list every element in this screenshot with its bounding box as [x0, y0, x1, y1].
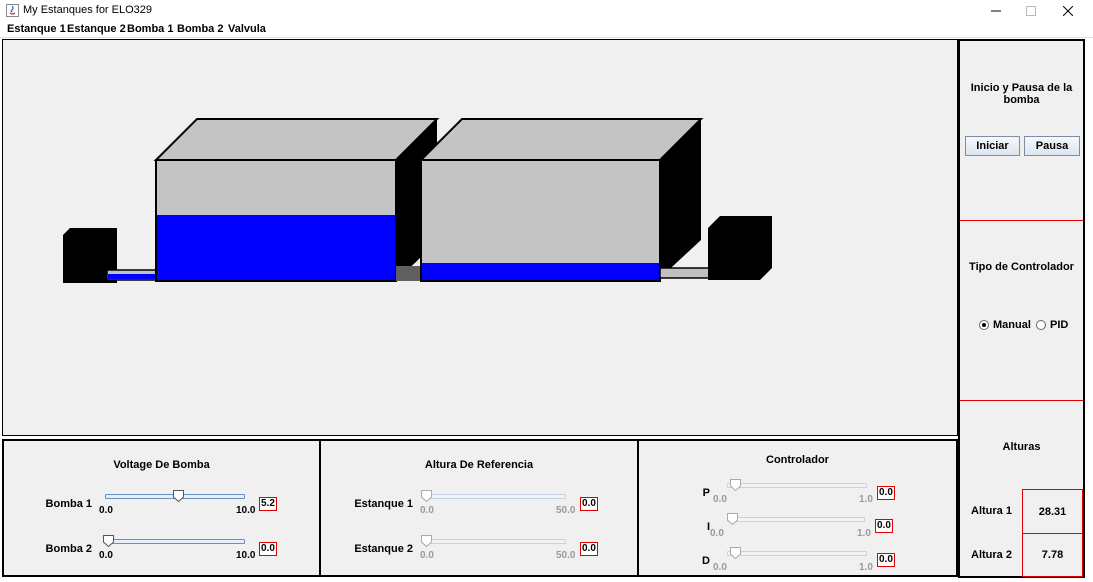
- controller-panel-title: Controlador: [766, 454, 829, 466]
- i-slider[interactable]: [727, 517, 865, 522]
- close-button[interactable]: [1049, 0, 1087, 22]
- p-min: 0.0: [713, 494, 727, 505]
- altura-2-label: Altura 2: [971, 549, 1012, 561]
- voltage-panel: Voltage De Bomba Bomba 1 0.0 10.0 5.2 Bo…: [2, 439, 321, 577]
- tank-2-front: [420, 159, 661, 282]
- i-max: 1.0: [857, 528, 871, 539]
- i-slider-thumb[interactable]: [727, 513, 738, 525]
- close-icon: [1063, 6, 1073, 16]
- estanque-2-value: 0.0: [580, 542, 598, 556]
- radio-pid-indicator: [1036, 320, 1046, 330]
- p-slider[interactable]: [727, 483, 867, 488]
- estanque-1-slider-thumb[interactable]: [421, 490, 432, 502]
- iniciar-button[interactable]: Iniciar: [965, 136, 1020, 156]
- pausa-button[interactable]: Pausa: [1024, 136, 1080, 156]
- d-value: 0.0: [877, 553, 895, 567]
- p-label: P: [702, 487, 710, 499]
- menu-estanque-1[interactable]: Estanque 1: [7, 23, 66, 35]
- menu-bar: Estanque 1 Estanque 2 Bomba 1 Bomba 2 Va…: [0, 22, 1093, 38]
- menu-estanque-2[interactable]: Estanque 2: [67, 23, 126, 35]
- pump-1-box: [63, 228, 117, 283]
- estanque-2-min: 0.0: [420, 550, 434, 561]
- bomba-2-value: 0.0: [259, 542, 277, 556]
- simulation-canvas: [2, 39, 958, 436]
- bomba-2-slider-thumb[interactable]: [103, 535, 114, 547]
- reference-panel: Altura De Referencia Estanque 1 0.0 50.0…: [319, 439, 639, 577]
- menu-valvula[interactable]: Valvula: [228, 23, 266, 35]
- controller-type-section: Tipo de Controlador Manual PID: [960, 221, 1083, 401]
- tank-1-water: [157, 215, 395, 280]
- menu-bomba-2[interactable]: Bomba 2: [177, 23, 224, 35]
- i-min: 0.0: [710, 528, 724, 539]
- controller-type-title: Tipo de Controlador: [969, 261, 1074, 273]
- p-max: 1.0: [859, 494, 873, 505]
- estanque-1-label: Estanque 1: [354, 498, 413, 510]
- tank-2-top: [418, 118, 704, 161]
- i-value: 0.0: [875, 519, 893, 533]
- pump-control-title: Inicio y Pausa de la bomba: [970, 82, 1073, 106]
- estanque-1-max: 50.0: [556, 505, 576, 516]
- altura-1-value: 28.31: [1022, 489, 1083, 534]
- bomba-1-slider-thumb[interactable]: [172, 490, 184, 502]
- bomba-1-value: 5.2: [259, 497, 277, 511]
- heights-title: Alturas: [1002, 441, 1041, 453]
- radio-manual-indicator: [979, 320, 989, 330]
- radio-pid[interactable]: PID: [1036, 319, 1068, 331]
- estanque-2-slider-thumb[interactable]: [421, 535, 432, 547]
- voltage-panel-title: Voltage De Bomba: [113, 459, 210, 471]
- tank-1-top: [153, 118, 440, 161]
- pipe-1-water: [108, 274, 156, 279]
- radio-pid-label: PID: [1050, 319, 1069, 331]
- d-label: D: [702, 555, 710, 567]
- window-titlebar: My Estanques for ELO329: [0, 0, 1093, 22]
- p-slider-thumb[interactable]: [730, 479, 741, 491]
- maximize-icon: [1026, 6, 1036, 16]
- radio-manual-label: Manual: [993, 319, 1031, 331]
- bomba-2-max: 10.0: [236, 550, 256, 561]
- estanque-1-value: 0.0: [580, 497, 598, 511]
- minimize-icon: [991, 10, 1001, 12]
- menu-bomba-1[interactable]: Bomba 1: [127, 23, 174, 35]
- pump-control-section: Inicio y Pausa de la bomba Iniciar Pausa: [960, 41, 1083, 221]
- d-slider-thumb[interactable]: [730, 547, 741, 559]
- altura-1-label: Altura 1: [971, 505, 1012, 517]
- estanque-2-slider[interactable]: [426, 539, 566, 544]
- tank-2-water: [422, 263, 659, 280]
- estanque-1-slider[interactable]: [426, 494, 566, 499]
- altura-2-value: 7.78: [1022, 533, 1083, 577]
- java-app-icon: [6, 4, 19, 17]
- radio-manual[interactable]: Manual: [979, 319, 1031, 331]
- i-label: I: [706, 521, 710, 533]
- maximize-button[interactable]: [1012, 0, 1050, 22]
- bomba-1-min: 0.0: [99, 505, 113, 516]
- side-panel: Inicio y Pausa de la bomba Iniciar Pausa…: [958, 39, 1085, 578]
- tank-2-side: [660, 119, 701, 278]
- bomba-1-max: 10.0: [236, 505, 256, 516]
- d-max: 1.0: [859, 562, 873, 573]
- minimize-button[interactable]: [977, 0, 1015, 22]
- pipe-2: [659, 267, 713, 279]
- bomba-2-min: 0.0: [99, 550, 113, 561]
- estanque-2-label: Estanque 2: [354, 543, 413, 555]
- bomba-2-label: Bomba 2: [45, 543, 92, 555]
- bomba-2-slider[interactable]: [105, 539, 245, 544]
- estanque-2-max: 50.0: [556, 550, 576, 561]
- controller-panel: Controlador P 0.0 1.0 0.0 I 0.0 1.0 0.0 …: [637, 439, 958, 577]
- estanque-1-min: 0.0: [420, 505, 434, 516]
- bomba-1-label: Bomba 1: [45, 498, 92, 510]
- window-title: My Estanques for ELO329: [23, 4, 153, 16]
- d-min: 0.0: [713, 562, 727, 573]
- valve: [396, 266, 421, 281]
- reference-panel-title: Altura De Referencia: [424, 459, 534, 471]
- p-value: 0.0: [877, 486, 895, 500]
- d-slider[interactable]: [727, 551, 867, 556]
- pump-2-box: [708, 216, 772, 280]
